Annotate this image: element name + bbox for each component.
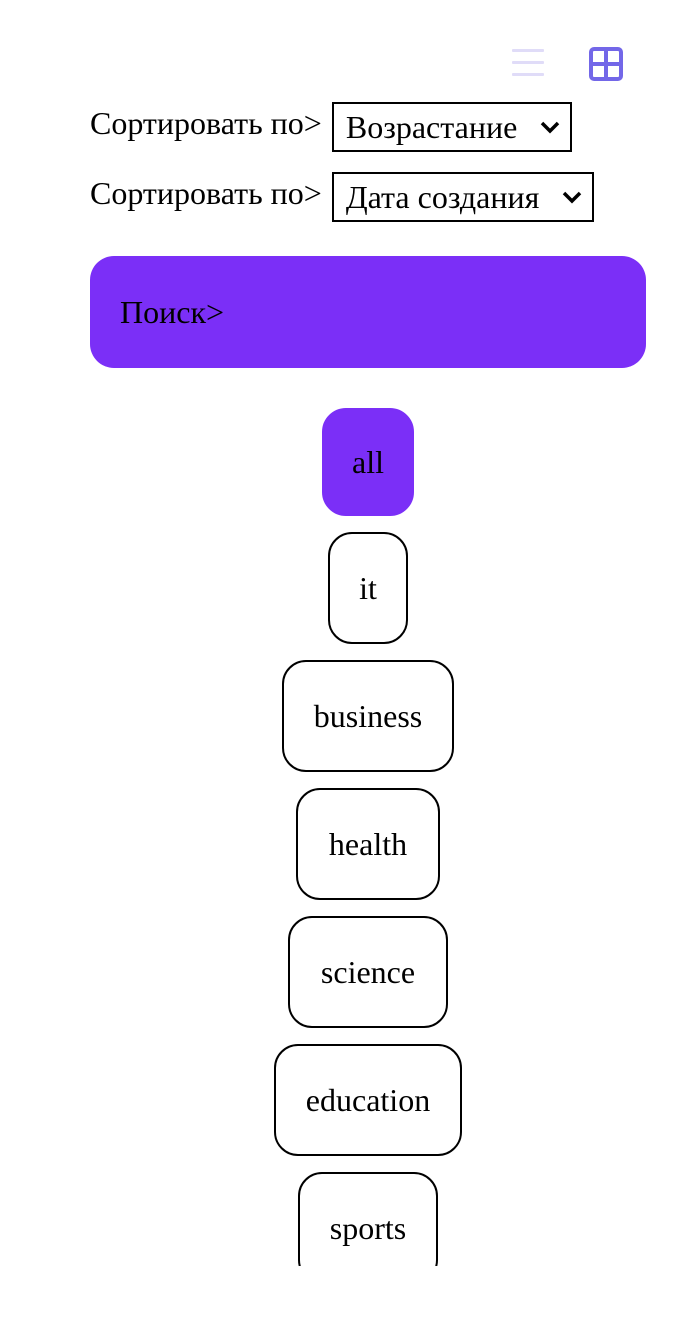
chevron-down-icon xyxy=(562,191,582,204)
category-chip-label: it xyxy=(359,569,377,606)
sort-order-label: Сортировать по> xyxy=(90,105,322,141)
category-chip-education[interactable]: education xyxy=(274,1044,462,1156)
search-bar[interactable]: Поиск> xyxy=(90,256,646,368)
category-chip-label: sports xyxy=(329,1209,407,1246)
category-chip-it[interactable]: it xyxy=(328,532,408,644)
category-chip-label: business xyxy=(313,697,423,734)
category-chip-all[interactable]: all xyxy=(322,408,414,516)
search-label: Поиск> xyxy=(120,293,225,330)
grid-view-button[interactable] xyxy=(588,46,624,82)
sort-field-select[interactable]: Дата создания xyxy=(331,172,594,222)
sort-order-value: Возрастание xyxy=(345,108,518,145)
category-chip-label: health xyxy=(328,825,408,862)
sort-field-label: Сортировать по> xyxy=(90,175,322,211)
sort-field-value: Дата создания xyxy=(345,178,540,215)
category-chip-label: science xyxy=(320,953,416,990)
sort-order-row: Сортировать по> Возрастание xyxy=(90,102,572,152)
sort-order-select[interactable]: Возрастание xyxy=(331,102,572,152)
category-chip-business[interactable]: business xyxy=(282,660,454,772)
grid-view-icon xyxy=(589,47,623,81)
sort-field-row: Сортировать по> Дата создания xyxy=(90,172,594,222)
list-view-button[interactable] xyxy=(510,48,546,80)
category-chip-label: education xyxy=(305,1081,431,1118)
chevron-down-icon xyxy=(540,121,560,134)
category-chip-sports[interactable]: sports xyxy=(298,1172,438,1284)
scroll-clip-area xyxy=(0,1266,686,1334)
category-chip-label: all xyxy=(352,443,384,480)
category-chip-health[interactable]: health xyxy=(296,788,440,900)
category-chip-science[interactable]: science xyxy=(288,916,448,1028)
